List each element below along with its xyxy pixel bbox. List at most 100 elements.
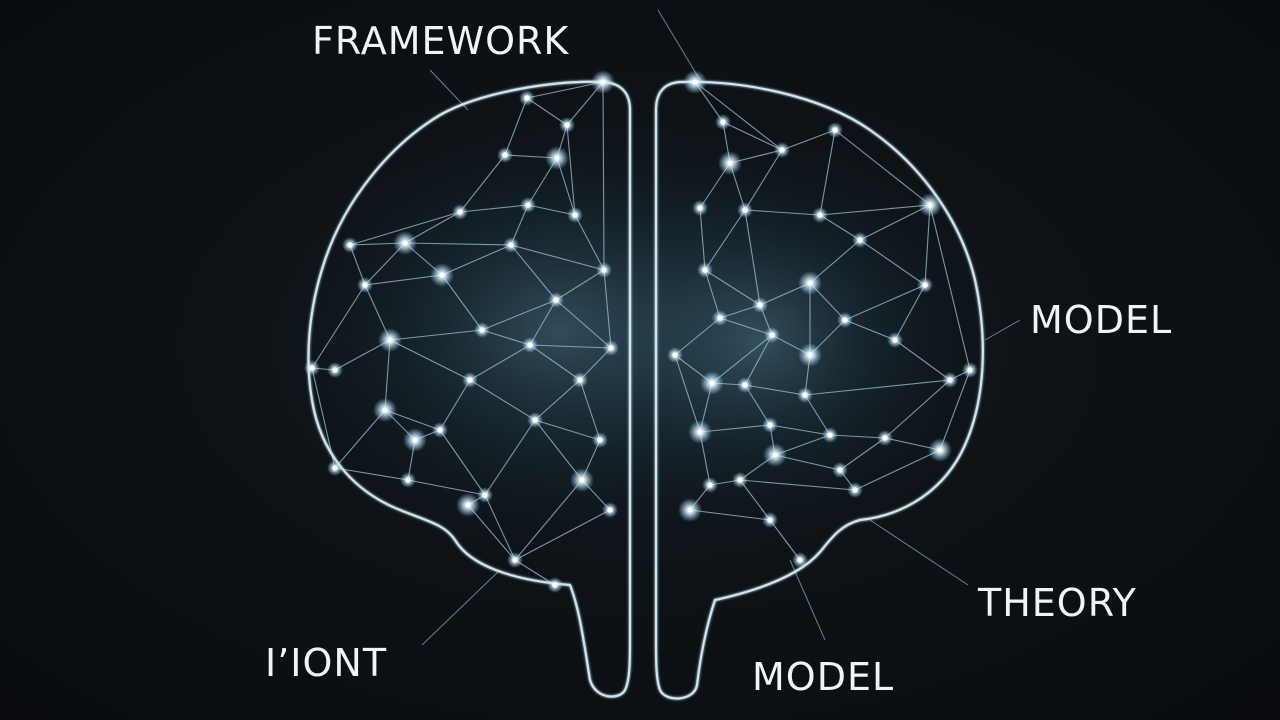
node-core bbox=[672, 352, 678, 358]
network-edge bbox=[689, 509, 771, 521]
pointer-theory bbox=[869, 519, 969, 586]
node-core bbox=[502, 152, 508, 158]
network-node bbox=[570, 468, 594, 492]
node-core bbox=[922, 282, 928, 288]
network-node bbox=[559, 117, 575, 133]
network-node bbox=[962, 362, 978, 378]
network-node bbox=[752, 297, 768, 313]
network-edge bbox=[534, 379, 581, 421]
network-edge bbox=[459, 204, 529, 213]
node-core bbox=[769, 332, 775, 338]
node-core bbox=[707, 482, 713, 488]
label-pointer-lines bbox=[421, 9, 1021, 646]
network-node bbox=[522, 337, 538, 353]
network-node bbox=[503, 237, 519, 253]
network-edge bbox=[407, 479, 486, 496]
network-node bbox=[545, 146, 569, 170]
node-core bbox=[402, 240, 408, 246]
label-model-bottom: MODEL bbox=[752, 655, 895, 699]
network-edge bbox=[674, 317, 721, 356]
network-edge bbox=[699, 207, 706, 271]
node-core bbox=[767, 422, 773, 428]
node-core bbox=[532, 417, 538, 423]
network-node bbox=[520, 197, 536, 213]
node-core bbox=[382, 407, 388, 413]
network-edge bbox=[510, 244, 557, 301]
network-edge bbox=[884, 379, 951, 439]
right-hemisphere-outline bbox=[654, 80, 984, 700]
network-node bbox=[602, 502, 618, 518]
node-core bbox=[405, 477, 411, 483]
network-node bbox=[763, 443, 787, 467]
network-edge bbox=[510, 244, 605, 271]
node-core bbox=[797, 557, 803, 563]
network-node bbox=[373, 398, 397, 422]
network-node bbox=[430, 263, 454, 287]
node-core bbox=[527, 342, 533, 348]
network-edge bbox=[844, 319, 896, 341]
node-core bbox=[779, 147, 785, 153]
network-edge bbox=[514, 509, 611, 561]
node-core bbox=[687, 507, 693, 513]
network-node bbox=[400, 472, 416, 488]
network-edge bbox=[481, 329, 531, 346]
node-core bbox=[479, 327, 485, 333]
network-node bbox=[697, 262, 713, 278]
network-edge bbox=[404, 242, 512, 246]
network-edge bbox=[469, 379, 536, 421]
node-core bbox=[837, 467, 843, 473]
node-core bbox=[937, 447, 943, 453]
network-node bbox=[456, 493, 480, 517]
network-node bbox=[762, 512, 778, 528]
network-node bbox=[403, 428, 427, 452]
network-node bbox=[847, 482, 863, 498]
node-core bbox=[737, 477, 743, 483]
network-node bbox=[827, 122, 843, 138]
node-core bbox=[457, 209, 463, 215]
node-core bbox=[362, 282, 368, 288]
network-edge bbox=[739, 479, 771, 521]
network-node bbox=[764, 327, 780, 343]
network-node bbox=[452, 204, 468, 220]
network-edge bbox=[894, 284, 926, 341]
node-core bbox=[817, 212, 823, 218]
node-core bbox=[552, 582, 558, 588]
node-core bbox=[857, 237, 863, 243]
network-edge bbox=[839, 437, 886, 471]
network-edge bbox=[722, 121, 783, 151]
node-core bbox=[465, 502, 471, 508]
network-node bbox=[603, 340, 619, 356]
node-core bbox=[332, 367, 338, 373]
network-edge bbox=[844, 284, 926, 321]
network-edge bbox=[694, 81, 783, 151]
network-node bbox=[548, 292, 564, 308]
network-edge bbox=[834, 129, 931, 206]
network-edge bbox=[534, 419, 583, 481]
network-node bbox=[737, 202, 753, 218]
pointer-framework bbox=[429, 69, 469, 111]
network-edge bbox=[859, 239, 926, 286]
network-node bbox=[683, 70, 707, 94]
network-edge bbox=[389, 329, 483, 341]
node-core bbox=[412, 437, 418, 443]
node-core bbox=[807, 280, 813, 286]
network-edge bbox=[514, 479, 583, 561]
network-edge bbox=[704, 269, 761, 306]
node-core bbox=[524, 95, 530, 101]
network-node bbox=[798, 271, 822, 295]
network-edge bbox=[439, 379, 471, 431]
network-edge bbox=[311, 284, 366, 369]
network-edge bbox=[529, 344, 581, 381]
node-core bbox=[692, 79, 698, 85]
network-nodes bbox=[304, 70, 978, 593]
network-edge bbox=[739, 479, 856, 491]
pointer-top bbox=[657, 9, 701, 81]
network-edge bbox=[744, 209, 761, 306]
node-core bbox=[727, 160, 733, 166]
network-edge bbox=[744, 384, 806, 396]
network-node bbox=[798, 343, 822, 367]
network-node bbox=[474, 322, 490, 338]
network-node bbox=[918, 193, 942, 217]
node-core bbox=[772, 452, 778, 458]
network-node bbox=[432, 422, 448, 438]
